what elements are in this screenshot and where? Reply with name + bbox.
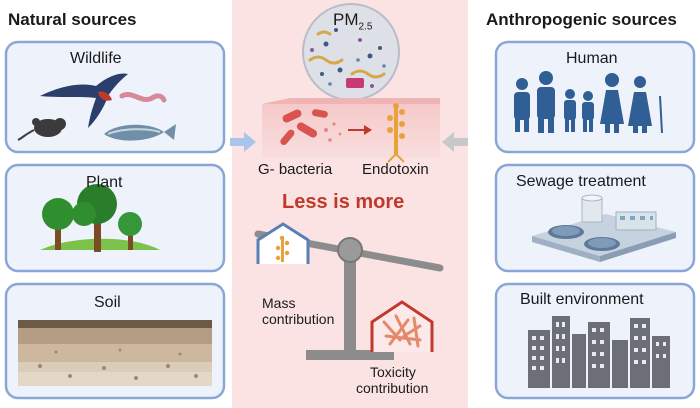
plant-label: Plant	[86, 174, 123, 191]
sewage-plant-icon	[532, 194, 676, 262]
arrow-right-icon	[348, 125, 372, 135]
wildlife-label: Wildlife	[70, 50, 122, 67]
toxicity-line2: contribution	[356, 380, 429, 396]
bacteria-label: G- bacteria	[258, 161, 333, 178]
toxicity-contribution-house	[370, 300, 434, 352]
mass-line1: Mass	[262, 295, 296, 311]
anthropogenic-sources-title: Anthropogenic sources	[486, 10, 677, 29]
built-environment-label: Built environment	[520, 291, 644, 308]
soil-layers-icon	[18, 320, 212, 386]
toxicity-line1: Toxicity	[370, 364, 416, 380]
city-buildings-icon	[528, 316, 670, 388]
people-icon	[514, 71, 663, 134]
endotoxin-icon	[387, 103, 405, 163]
right-input-arrow	[442, 132, 468, 152]
natural-sources-title: Natural sources	[8, 10, 137, 29]
sewage-treatment-label: Sewage treatment	[516, 173, 646, 190]
mass-line2: contribution	[262, 311, 335, 327]
mass-contribution-house	[256, 222, 310, 264]
motto-less-is-more: Less is more	[282, 191, 405, 213]
bacteria-band	[262, 98, 440, 158]
pm25-label: PM2.5	[333, 10, 373, 33]
wildlife-icon	[17, 73, 176, 141]
soil-label: Soil	[94, 294, 121, 311]
pm25-particle-icon	[302, 3, 400, 101]
tree-icon	[40, 184, 160, 252]
pm25-subscript: 2.5	[358, 21, 373, 33]
human-label: Human	[566, 50, 618, 67]
endotoxin-label: Endotoxin	[362, 161, 429, 178]
bacteria-icon	[280, 109, 342, 146]
left-input-arrow	[230, 132, 256, 152]
